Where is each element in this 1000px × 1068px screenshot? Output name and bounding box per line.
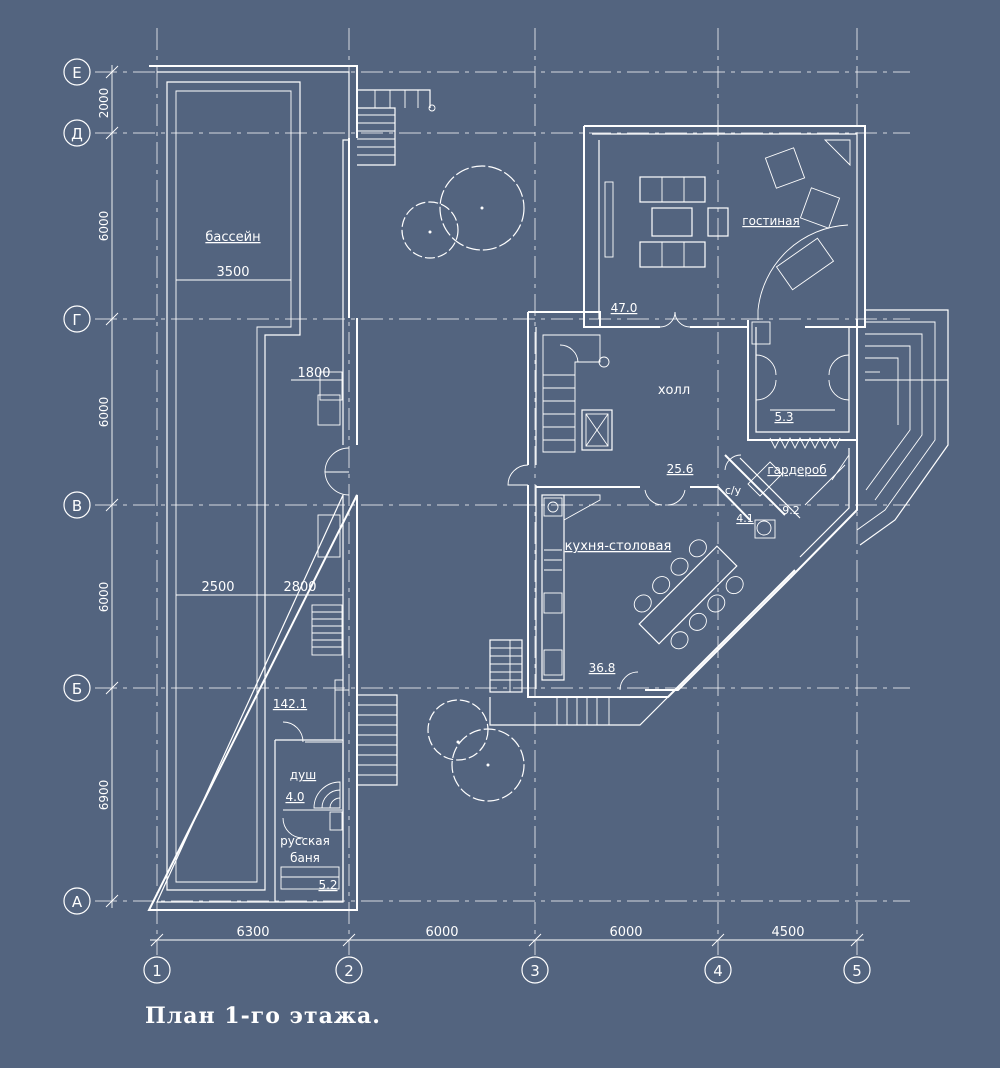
axis-label-e: Е xyxy=(72,64,81,82)
dim-row-4: 6000 xyxy=(97,582,111,613)
axis-bubble-1 xyxy=(143,956,171,984)
axis-bubble-3 xyxy=(521,956,549,984)
area-kitchen: 36.8 xyxy=(589,661,616,675)
grid-lines xyxy=(95,28,910,955)
dim-row-1: 2000 xyxy=(97,88,111,119)
area-closet: 5.3 xyxy=(774,410,793,424)
pool-wing xyxy=(147,65,358,911)
axis-bubble-2 xyxy=(335,956,363,984)
axis-bubble-a xyxy=(63,887,91,915)
axis-label-b: Б xyxy=(72,680,82,698)
exterior-stair-top xyxy=(357,89,436,166)
axis-bubble-g xyxy=(63,305,91,333)
hall-stair xyxy=(542,334,610,453)
area-wardrobe: 9.2 xyxy=(782,504,800,517)
axis-bubble-4 xyxy=(704,956,732,984)
label-shower: душ xyxy=(290,768,316,782)
axis-bubble-e xyxy=(63,58,91,86)
dim-pool-1800: 1800 xyxy=(297,366,330,381)
main-house xyxy=(489,120,949,726)
axis-bubble-v xyxy=(63,491,91,519)
area-shower: 4.0 xyxy=(285,790,304,804)
column-axis-markers: 1 2 3 4 5 xyxy=(143,956,871,984)
axis-label-5: 5 xyxy=(852,962,862,980)
room-labels: бассейн 3500 1800 2500 2800 142.1 душ 4.… xyxy=(201,214,826,892)
label-sauna-line2: баня xyxy=(290,851,320,865)
dim-row-2: 6000 xyxy=(97,211,111,242)
dining-set xyxy=(633,539,744,650)
label-pool: бассейн xyxy=(205,230,260,245)
label-kitchen: кухня-столовая xyxy=(565,539,672,554)
axis-bubble-b xyxy=(63,674,91,702)
living-furniture xyxy=(604,139,851,320)
vertical-dimension-chain: 2000 6000 6000 6000 6900 xyxy=(97,65,119,908)
axis-label-3: 3 xyxy=(530,962,540,980)
area-sauna: 5.2 xyxy=(318,878,337,892)
area-pool: 142.1 xyxy=(273,697,307,711)
axis-label-v: В xyxy=(72,497,82,515)
axis-label-a: А xyxy=(72,893,83,911)
axis-label-1: 1 xyxy=(152,962,162,980)
axis-bubble-d xyxy=(63,119,91,147)
dim-row-3: 6000 xyxy=(97,397,111,428)
trees-top xyxy=(401,165,525,259)
axis-label-d: Д xyxy=(71,125,83,143)
axis-label-g: Г xyxy=(72,311,81,329)
area-living: 47.0 xyxy=(611,301,638,315)
dim-col-4: 4500 xyxy=(771,925,804,940)
area-hall: 25.6 xyxy=(667,462,694,476)
label-wc: с/у xyxy=(725,484,742,497)
plan-caption: План 1-го этажа. xyxy=(145,1003,381,1029)
area-wc: 4.1 xyxy=(736,512,754,525)
label-hall: холл xyxy=(658,383,690,398)
exterior-stair-bottom xyxy=(356,694,398,786)
dim-col-1: 6300 xyxy=(236,925,269,940)
right-terrace-steps xyxy=(856,309,949,546)
kitchen-exterior-stair xyxy=(489,639,669,726)
axis-bubble-5 xyxy=(843,956,871,984)
dim-col-3: 6000 xyxy=(609,925,642,940)
axis-label-2: 2 xyxy=(344,962,354,980)
dim-row-5: 6900 xyxy=(97,780,111,811)
horizontal-dimension-chain: 6300 6000 6000 4500 xyxy=(150,925,864,947)
dim-pool-2500: 2500 xyxy=(201,580,234,595)
label-living: гостиная xyxy=(742,214,799,228)
dim-pool-width: 3500 xyxy=(216,265,249,280)
dim-col-2: 6000 xyxy=(425,925,458,940)
axis-label-4: 4 xyxy=(713,962,723,980)
row-axis-markers: Е Д Г В Б А xyxy=(63,58,91,915)
trees-bottom xyxy=(427,699,525,802)
pool-stair xyxy=(311,604,343,656)
dim-pool-2800: 2800 xyxy=(283,580,316,595)
label-sauna-line1: русская xyxy=(280,834,330,848)
label-wardrobe: гардероб xyxy=(767,463,826,477)
